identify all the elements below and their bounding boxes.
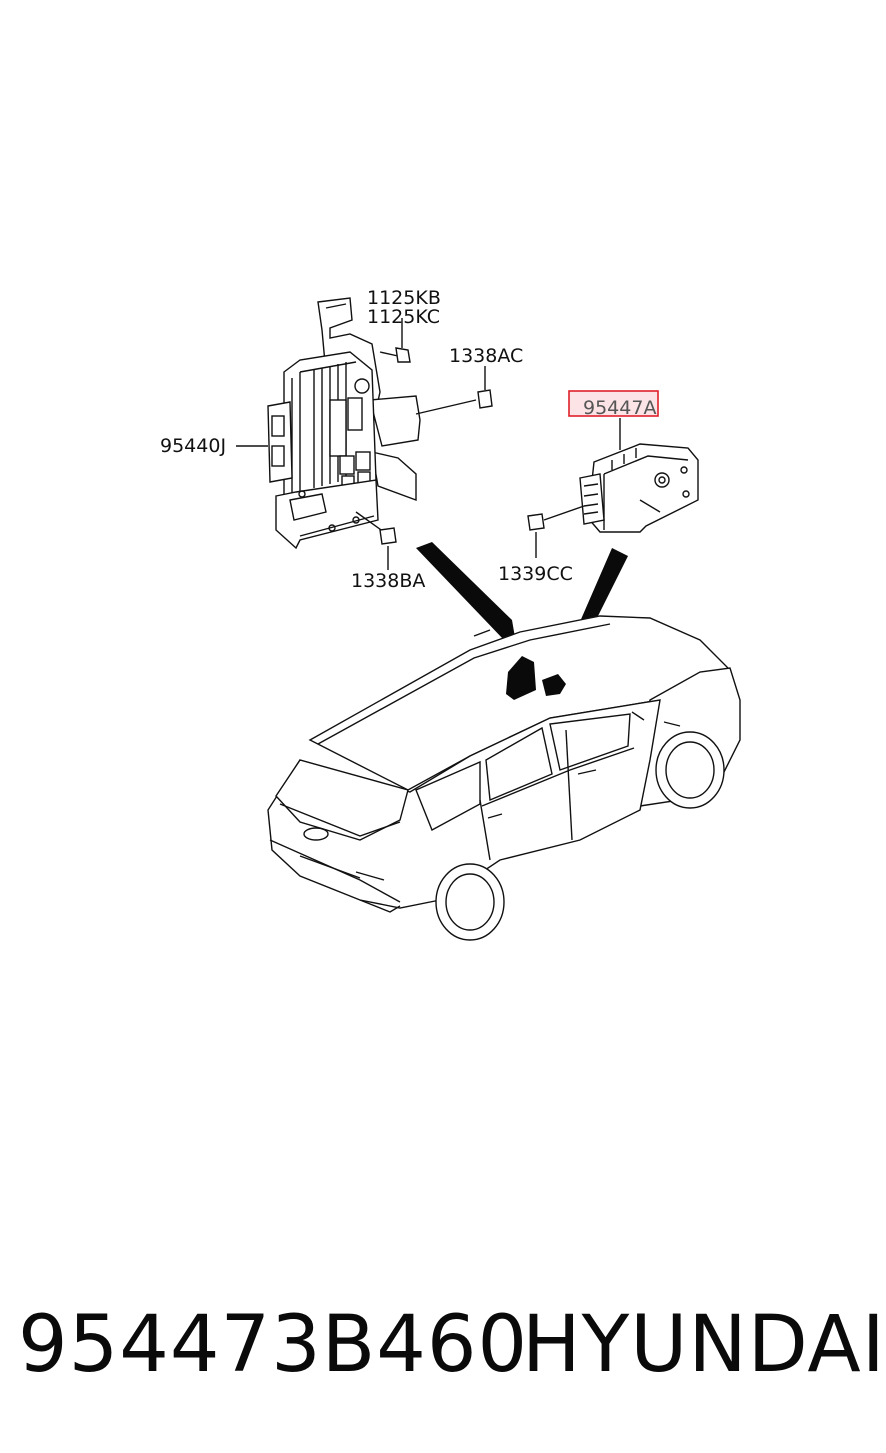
footer: 954473B460 HYUNDAI bbox=[0, 1290, 886, 1400]
pointer-left bbox=[416, 542, 524, 690]
label-1338ba: 1338BA bbox=[351, 570, 425, 592]
label-95440j: 95440J bbox=[160, 435, 226, 457]
part-number: 954473B460 bbox=[18, 1300, 529, 1390]
label-1125kb: 1125KB bbox=[367, 287, 441, 309]
vehicle-outline bbox=[267, 615, 741, 941]
module-95440j-drawing bbox=[236, 297, 493, 570]
label-1339cc: 1339CC bbox=[498, 563, 573, 585]
module-95447a-drawing bbox=[527, 418, 699, 558]
brand-name: HYUNDAI bbox=[522, 1300, 886, 1390]
label-1125kc: 1125KC bbox=[367, 306, 440, 328]
highlight-box bbox=[568, 390, 659, 417]
label-95447a: 95447A bbox=[583, 397, 656, 419]
label-1338ac: 1338AC bbox=[449, 345, 523, 367]
